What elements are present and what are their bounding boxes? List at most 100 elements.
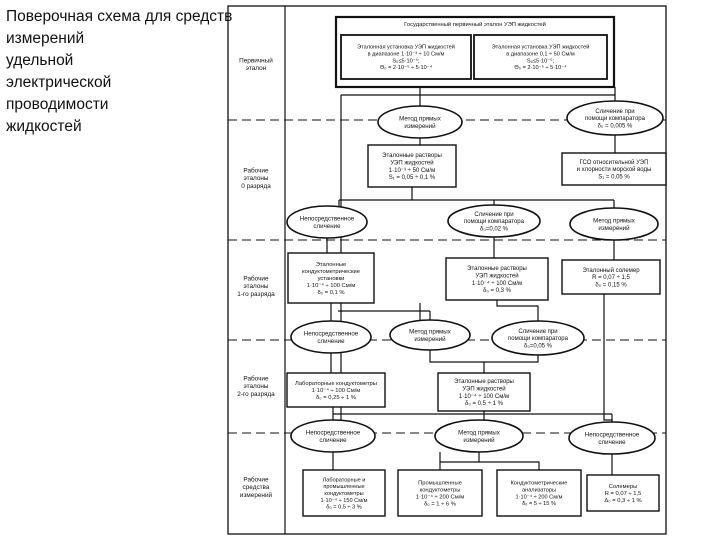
level-label-rs: средства — [243, 484, 270, 491]
box-text-ek1: установки — [318, 276, 345, 282]
box-gso — [561, 152, 667, 186]
box-text-u2: Θ₀ = 2·10⁻⁵ ÷ 5·10⁻⁴ — [514, 64, 567, 71]
method-m5 — [569, 207, 659, 241]
box-text-u2: Эталонная установка УЭП жидкостей — [492, 44, 590, 51]
box-text-sol1: R = 0,07 ÷ 1,5 — [592, 275, 630, 281]
box-text-rs1: δ₀ = 0,5 ÷ 3 % — [326, 505, 361, 511]
method-text-m8: Сличение при — [518, 329, 557, 335]
box-text-er2: УЭП жидкостей — [462, 385, 505, 392]
connector-line — [603, 294, 613, 422]
method-m2 — [566, 100, 664, 136]
box-text-lk2: δ₀ = 0,25 ÷ 1 % — [316, 395, 356, 401]
box-text-u2: в диапазоне 0,1 ÷ 50 См/м — [506, 52, 575, 58]
box-text-sol1: δ₀ = 0,15 % — [595, 282, 627, 288]
level-label-rs: измерений — [240, 491, 273, 499]
box-er0 — [367, 144, 457, 188]
method-text-m1: измерений — [404, 123, 436, 130]
box-text-rs4: R = 0,07 ÷ 1,5 — [605, 491, 642, 497]
level-label-r0: 0 разряда — [241, 183, 271, 190]
box-text-rs1: промышленные — [323, 484, 364, 490]
method-text-m11: сличение — [598, 439, 626, 446]
box-lk2 — [286, 372, 386, 408]
box-text-rs2: 1·10⁻⁴ ÷ 200 См/м — [416, 494, 465, 501]
box-text-gso: S₁ = 0,05 % — [598, 174, 630, 180]
box-text-er1: Эталонные растворы — [467, 266, 527, 272]
box-text-er0: Эталонные растворы — [382, 153, 442, 159]
box-text-er1: УЭП жидкостей — [475, 272, 518, 279]
box-text-rs3: Кондуктометрические — [511, 481, 568, 487]
level-label-r2: 2-го разряда — [237, 391, 275, 398]
method-text-m2: Сличение при — [595, 109, 634, 115]
box-text-er2: 1·10⁻⁴ ÷ 100 См/м — [459, 393, 509, 400]
box-u1 — [340, 34, 472, 80]
box-sol1 — [561, 259, 661, 295]
box-text-lk2: 1·10⁻⁴ ÷ 100 См/м — [312, 387, 361, 394]
scheme-frame — [227, 5, 667, 535]
method-m8 — [491, 320, 585, 356]
connector-line — [484, 355, 539, 363]
box-text-er2: δ₀ = 0,5 ÷ 1 % — [465, 401, 504, 407]
box-ek1 — [287, 252, 375, 304]
box-text-er2: Эталонные растворы — [454, 379, 514, 385]
box-text-rs1: Лабораторные и — [323, 477, 366, 483]
connector-line — [496, 300, 539, 321]
box-text-rs3: 1·10⁻⁴ ÷ 200 См/м — [516, 493, 563, 500]
method-text-m7: измерений — [414, 336, 446, 343]
level-label-rs: Рабочие — [243, 475, 269, 483]
box-er2 — [437, 372, 531, 412]
box-text-er0: 1·10⁻³ ÷ 50 См/м — [389, 168, 435, 174]
connector-line — [478, 452, 540, 470]
method-text-m4: δ₀=0,02 % — [480, 226, 509, 232]
method-text-m6: сличение — [317, 338, 345, 345]
method-text-m9: Непосредственное — [306, 429, 361, 436]
method-text-m1: Метод прямых — [399, 115, 442, 122]
method-text-m4: Сличение при — [474, 212, 513, 218]
box-text-ek1: кондуктометрические — [302, 269, 360, 275]
page-title: Поверочная схема для средств измерений у… — [6, 8, 233, 135]
method-text-m5: измерений — [598, 225, 630, 232]
box-text-sol1: Эталонный солемер — [582, 267, 640, 274]
box-text-gso: и хлорности морской воды — [577, 166, 652, 173]
method-text-m2: δ₀ = 0,005 % — [598, 123, 633, 129]
method-text-m11: Непосредственное — [585, 431, 640, 438]
method-m4 — [447, 204, 541, 238]
level-label-r1: Рабочие — [243, 274, 269, 282]
box-text-gso: ГСО относительной УЭП — [580, 159, 649, 166]
box-text-rs2: Промышленные — [418, 480, 462, 486]
box-text-rs4: Солемеры — [609, 484, 638, 490]
method-text-m7: Метод прямых — [409, 328, 452, 335]
method-text-m3: сличение — [313, 223, 341, 230]
method-text-m4: помощи компаратора — [464, 219, 525, 225]
method-m10 — [434, 419, 524, 453]
box-text-u1: Θ₀ = 2·10⁻⁵ ÷ 5·10⁻⁴ — [380, 64, 433, 71]
box-text-rs4: Δ₀ = 0,3 ÷ 1 % — [604, 498, 641, 504]
box-text-ek1: δ₀ = 0,1 % — [317, 290, 344, 296]
box-text-er0: УЭП жидкостей — [390, 159, 433, 166]
box-text-er1: δ₀ = 0,3 % — [483, 288, 512, 294]
method-text-m8: δ₀=0,05 % — [524, 343, 553, 349]
box-text-rs3: δ₀ = 5 ÷ 15 % — [522, 501, 556, 507]
method-m1 — [377, 105, 463, 139]
box-text-rs2: кондуктометры — [420, 488, 461, 494]
method-text-m5: Метод прямых — [593, 217, 636, 224]
method-text-m10: Метод прямых — [458, 429, 501, 436]
box-u2 — [473, 34, 608, 80]
method-m3 — [286, 205, 368, 239]
method-text-m3: Непосредственное — [300, 215, 355, 222]
box-rs3 — [496, 469, 582, 517]
box-text-ek1: Эталонные — [316, 262, 346, 268]
level-label-r0: Рабочие — [243, 166, 269, 174]
method-text-m6: Непосредственное — [304, 330, 359, 337]
box-text-ek1: 1·10⁻⁴ ÷ 100 См/м — [307, 282, 356, 289]
method-m11 — [568, 421, 656, 455]
box-text-gpe: Государственный первичный эталон УЭП жид… — [404, 21, 546, 28]
box-text-u1: Эталонная установка УЭП жидкостей — [357, 44, 455, 51]
box-rs2 — [397, 469, 483, 517]
method-text-m8: помощи компаратора — [508, 336, 569, 342]
method-m6 — [290, 320, 372, 354]
method-text-m2: помощи компаратора — [585, 116, 646, 122]
box-text-lk2: Лабораторные кондуктометры — [295, 381, 377, 387]
box-text-rs3: анализаторы — [522, 488, 556, 494]
level-label-r1: эталоны — [243, 283, 268, 290]
